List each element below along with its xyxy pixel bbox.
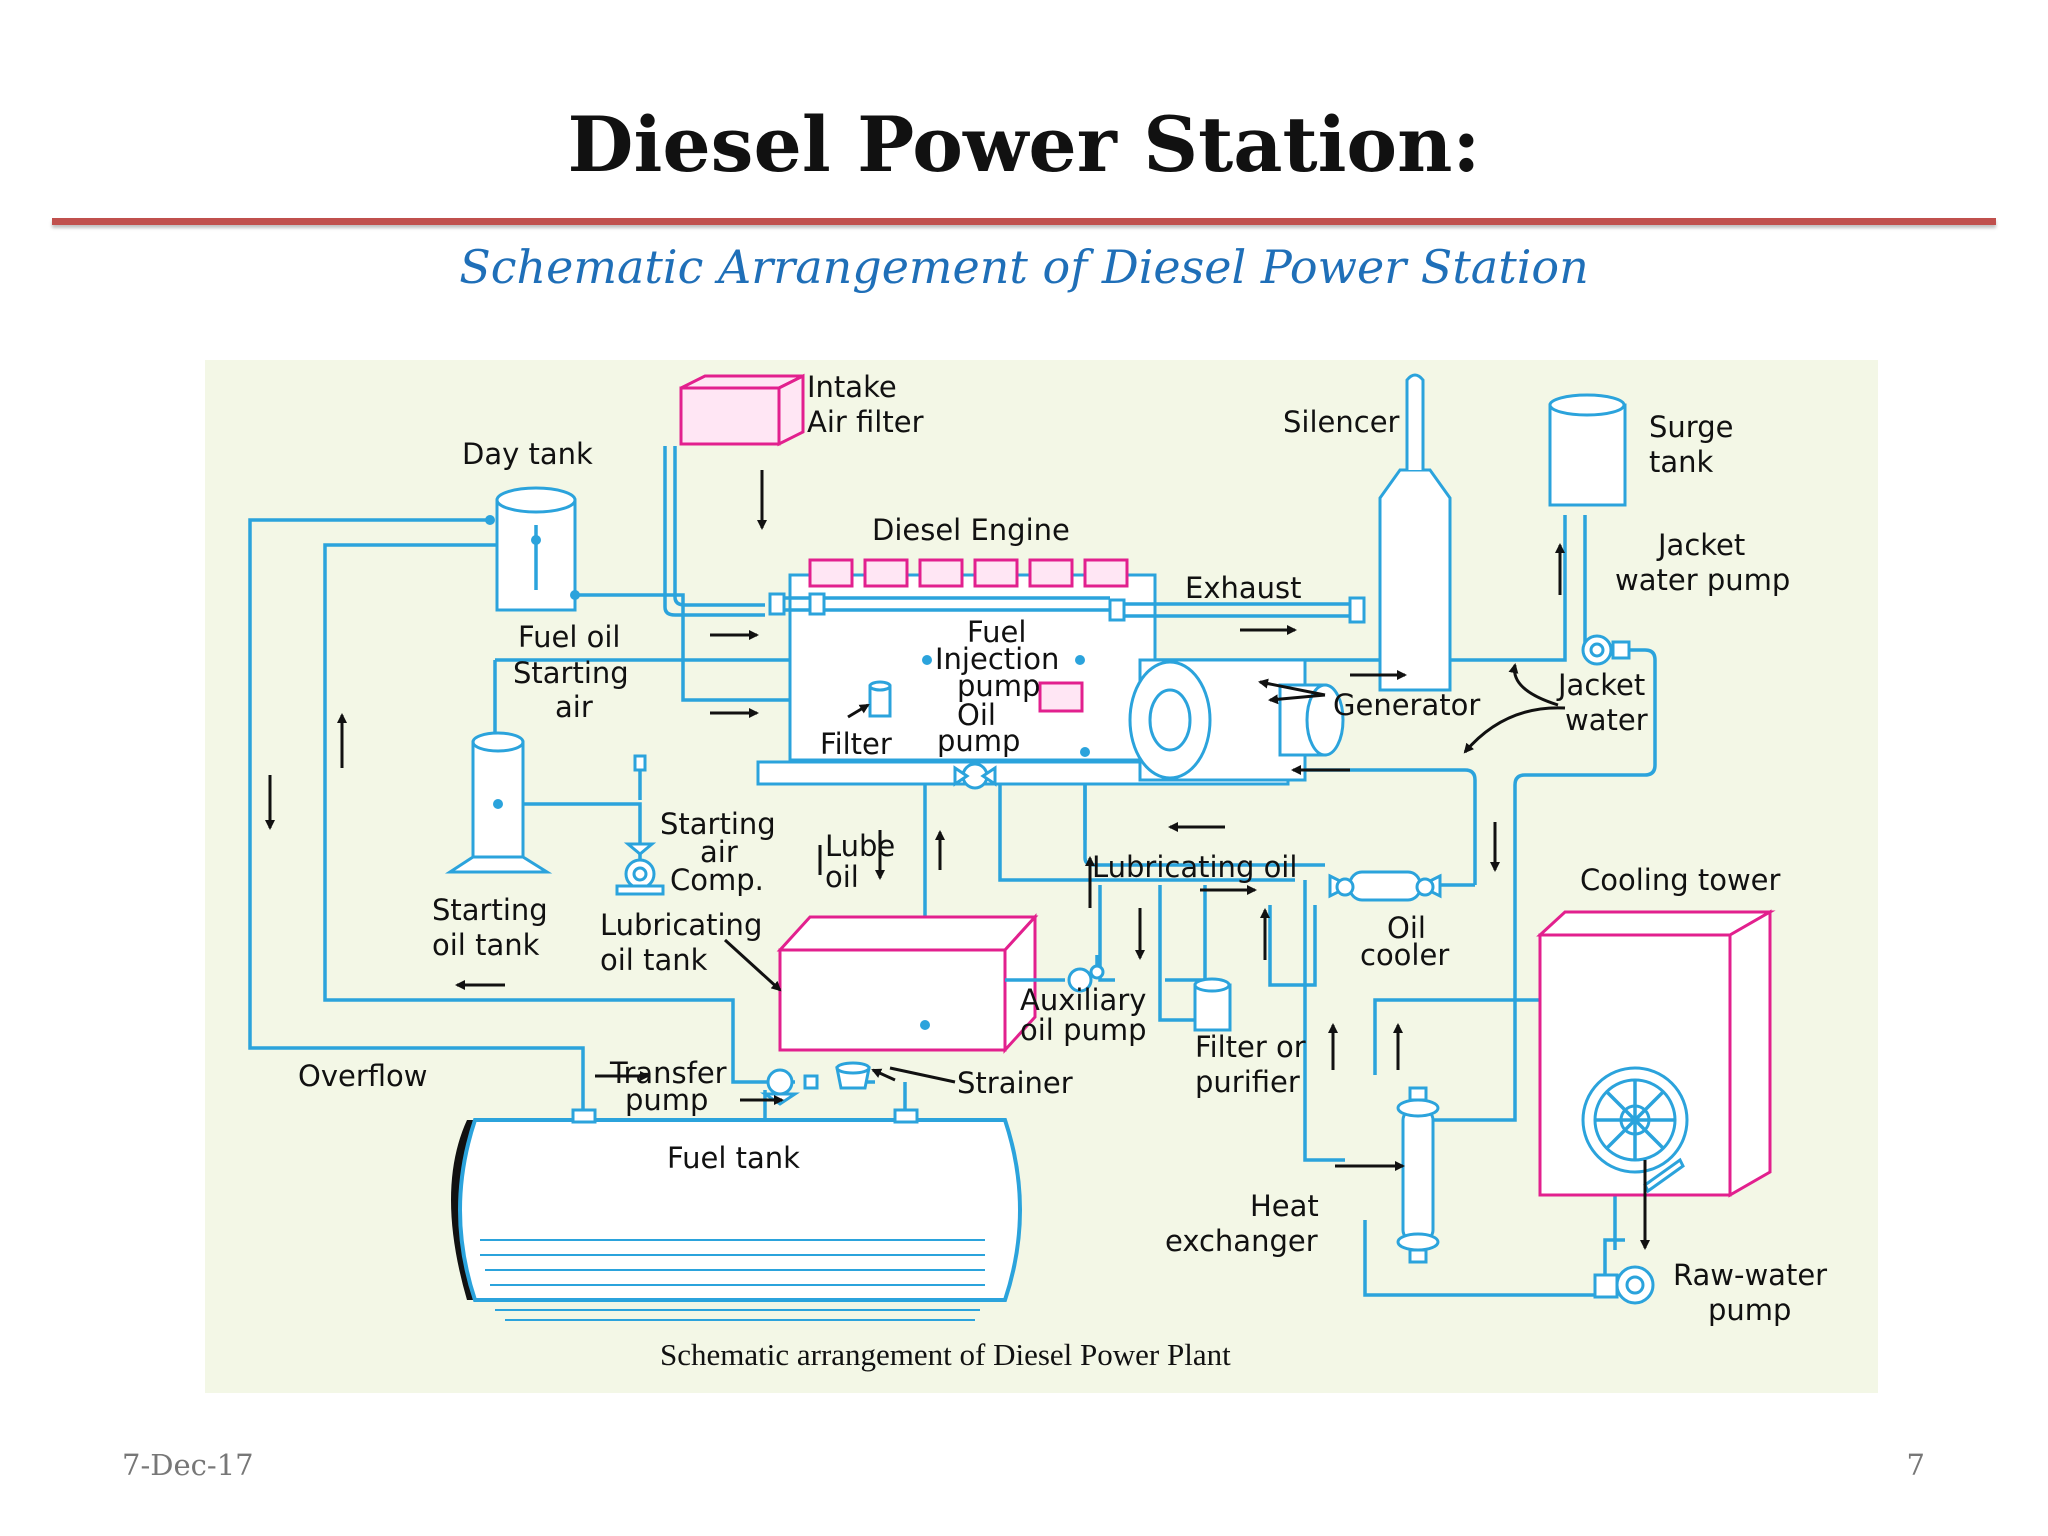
jacket-water-pump <box>1581 634 1631 666</box>
label-fuel: Fuel <box>967 615 1026 649</box>
transfer-pump <box>760 1068 819 1106</box>
label-raw-water: Raw-water <box>1673 1258 1827 1292</box>
label-starting-oil-tank-1: Starting <box>432 893 548 927</box>
label-overflow: Overflow <box>298 1059 427 1093</box>
label-jacket: Jacket <box>1556 668 1645 702</box>
strainer <box>835 1061 871 1090</box>
diesel-engine <box>756 558 1290 786</box>
label-filter: Filter <box>820 727 892 761</box>
figure-caption: Schematic arrangement of Diesel Power Pl… <box>660 1337 1231 1372</box>
label-air-filter: Air filter <box>807 405 924 439</box>
label-exchanger: exchanger <box>1165 1224 1318 1258</box>
label-cooling-tower: Cooling tower <box>1580 863 1781 897</box>
label-sa-comp-1: Starting <box>660 807 776 841</box>
filter-purifier <box>1193 977 1232 1032</box>
label-lube-oil: oil <box>825 860 859 894</box>
label-filter-purifier-1: Filter or <box>1195 1030 1306 1064</box>
label-water: water <box>1565 703 1648 737</box>
label-starting: Starting <box>513 656 629 690</box>
fuel-injection-pump <box>922 655 1090 757</box>
raw-water-pump <box>1593 1265 1655 1305</box>
silencer <box>1125 373 1452 692</box>
auxiliary-oil-pump <box>1005 955 1105 993</box>
label-exhaust: Exhaust <box>1185 571 1302 605</box>
label-surge-tank: tank <box>1649 445 1714 479</box>
diesel-plant-schematic: Intake Air filter Day tank Silencer Surg… <box>205 360 1878 1393</box>
label-aux-pump-2: oil pump <box>1020 1013 1147 1047</box>
label-lub-tank-2: oil tank <box>600 943 708 977</box>
label-starting-oil-tank-2: oil tank <box>432 928 540 962</box>
label-diesel-engine: Diesel Engine <box>872 513 1070 547</box>
label-air: air <box>555 690 593 724</box>
label-aux-pump-1: Auxiliary <box>1020 983 1146 1017</box>
label-lub-tank-1: Lubricating <box>600 908 762 942</box>
lubricating-oil-tank <box>776 913 1039 1054</box>
label-injection: Injection <box>935 642 1059 676</box>
surge-tank <box>1548 393 1627 507</box>
label-filter-purifier-2: purifier <box>1195 1065 1300 1099</box>
starting-oil-tank <box>444 731 553 874</box>
label-day-tank: Day tank <box>462 437 593 471</box>
label-strainer: Strainer <box>957 1066 1073 1100</box>
label-intake: Intake <box>807 370 897 404</box>
label-oil-cooler-2: cooler <box>1360 938 1449 972</box>
oil-cooler <box>1328 870 1442 902</box>
label-oil-cooler-1: Oil <box>1387 911 1426 945</box>
starting-air-compressor <box>615 754 665 896</box>
fuel-tank <box>451 1108 1022 1321</box>
day-tank <box>485 486 580 612</box>
oil-pump <box>953 762 997 790</box>
label-transfer-pump: pump <box>625 1083 708 1117</box>
label-silencer: Silencer <box>1283 405 1400 439</box>
slide-subtitle: Schematic Arrangement of Diesel Power St… <box>459 240 1589 294</box>
slide-date: 7-Dec-17 <box>122 1448 254 1482</box>
heat-exchanger <box>1396 1086 1440 1264</box>
cooling-tower <box>1536 909 1776 1198</box>
label-jacket-pump-2: water pump <box>1615 563 1790 597</box>
label-transfer: Transfer <box>609 1056 727 1090</box>
title-divider <box>52 218 1996 225</box>
label-jacket-pump-1: Jacket <box>1656 528 1745 562</box>
intake-air-filter <box>679 373 805 447</box>
filter <box>868 680 892 718</box>
label-oil-pump: pump <box>937 724 1020 758</box>
label-sa-comp-3: Comp. <box>670 863 764 897</box>
flow-arrows <box>265 470 1650 1250</box>
engine-cylinders <box>808 558 1129 588</box>
slide-page-number: 7 <box>1906 1448 1925 1482</box>
label-lubricating-oil: Lubricating oil <box>1092 850 1297 884</box>
diagram-labels: Intake Air filter Day tank Silencer Surg… <box>298 370 1827 1372</box>
generator <box>1128 658 1345 782</box>
label-lube: Lube <box>825 829 895 863</box>
label-heat: Heat <box>1250 1189 1319 1223</box>
label-oil: Oil <box>957 698 996 732</box>
label-fuel-tank: Fuel tank <box>667 1141 800 1175</box>
label-sa-comp-2: air <box>700 835 738 869</box>
label-fuel-oil: Fuel oil <box>518 620 620 654</box>
label-raw-water-pump: pump <box>1708 1293 1791 1327</box>
label-surge: Surge <box>1649 410 1733 444</box>
slide-title: Diesel Power Station: <box>567 100 1481 189</box>
label-pump: pump <box>957 669 1040 703</box>
label-generator: Generator <box>1333 688 1480 722</box>
